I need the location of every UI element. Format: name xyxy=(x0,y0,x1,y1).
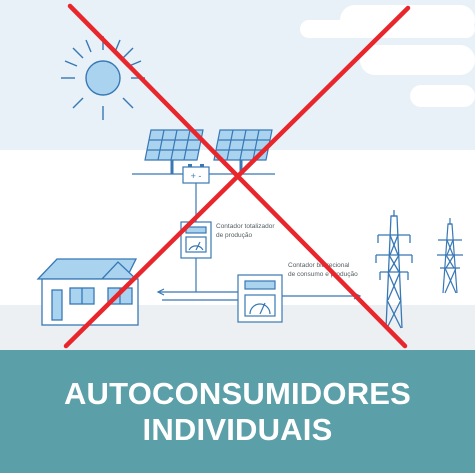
house-icon xyxy=(36,258,139,326)
clouds xyxy=(300,5,475,107)
transmission-tower-icon xyxy=(437,218,463,294)
meter-icon xyxy=(237,274,283,323)
sun-icon xyxy=(61,36,145,120)
meter-bidir-label-line2: de consumo e produção xyxy=(288,271,358,278)
cross-out-mark xyxy=(63,3,411,349)
transmission-tower-icon xyxy=(375,210,413,329)
inverter-icon: + - xyxy=(182,164,210,184)
meter-bidir-label-line1: Contador bidirecional xyxy=(288,262,350,269)
banner-title-line1: AUTOCONSUMIDORES xyxy=(63,375,412,411)
meter-total-label-line1: Contador totalizador xyxy=(216,223,275,230)
solar-panel-icon xyxy=(144,129,204,174)
meter-total-label-line2: de produção xyxy=(216,232,253,239)
banner-title-line2: INDIVIDUAIS xyxy=(142,411,333,447)
title-banner: AUTOCONSUMIDORES INDIVIDUAIS xyxy=(0,350,475,473)
inverter-label: + - xyxy=(191,171,202,181)
